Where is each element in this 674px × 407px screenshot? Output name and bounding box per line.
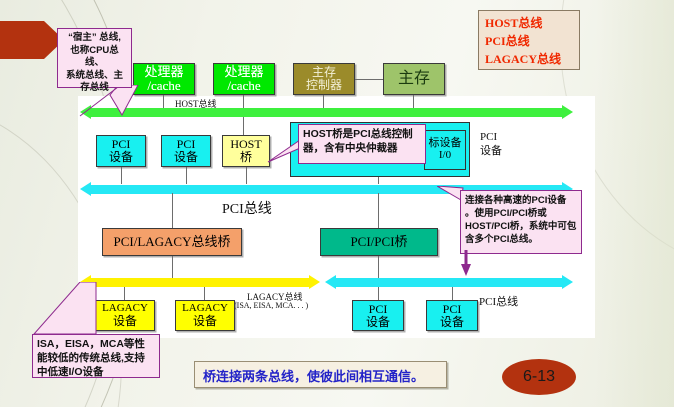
callout-host-bridge-note: HOST桥是PCI总线控制器，含有中央仲裁器 <box>298 124 426 164</box>
pci-side-label-top: PCI 设备 <box>480 131 502 159</box>
node-line2: 设备 <box>173 150 198 164</box>
node-line1: 标设备 <box>428 137 462 150</box>
connector-io-device-stem <box>378 177 379 184</box>
node-processor-1: 处理器 /cache <box>133 63 195 95</box>
node-lagacy-device-2: LAGACY 设备 <box>175 300 235 331</box>
legend-line-2: PCI总线 <box>485 34 530 48</box>
legend-box: HOST总线 PCI总线 LAGACY总线 <box>478 10 580 70</box>
pci-bus-label-right: PCI总线 <box>479 296 519 308</box>
connector-lagacy-device-1-stem <box>124 287 125 300</box>
node-line2: 设备 <box>108 150 133 164</box>
node-line1: PCI <box>442 301 462 316</box>
node-pci-pci-bridge: PCI/PCI桥 <box>320 228 438 256</box>
pci-bus-primary <box>80 182 573 196</box>
host-bus <box>80 105 573 119</box>
pci-bus-secondary-bar <box>336 278 562 287</box>
node-line1: 主存 <box>397 69 430 87</box>
node-line2: 桥 <box>239 150 252 164</box>
node-line1: PCI <box>111 137 131 152</box>
node-line1: LAGACY <box>102 302 148 315</box>
bridge-label: PCI/LAGACY总线桥 <box>113 234 231 250</box>
lagacy-bus-arrow-right-icon <box>309 275 320 289</box>
node-line1: PCI <box>368 301 388 316</box>
node-line1: HOST <box>230 137 262 152</box>
host-bus-arrow-right-icon <box>562 105 573 119</box>
node-line2: 设备 <box>365 314 390 329</box>
connector-processor-1-stem <box>163 95 164 108</box>
node-line2: /cache <box>147 78 181 93</box>
node-line1: 主存 <box>311 65 336 80</box>
node-line2: 设备 <box>439 314 464 329</box>
node-line2: I/0 <box>438 149 452 161</box>
pentagon-decoration-icon <box>0 21 64 59</box>
bridge-label: PCI/PCI桥 <box>350 234 408 250</box>
bottom-banner: 桥连接两条总线，使彼此间相互通信。 <box>194 361 447 388</box>
node-line2: 设备 <box>192 313 217 328</box>
pci-side-label-top-line1: PCI <box>480 131 498 143</box>
connector-memory-stem <box>413 95 414 108</box>
host-bus-bar <box>91 108 562 117</box>
callout-pci-bridge-note: 连接各种高速的PCI设备 。使用PCI/PCI桥或HOST/PCI桥，系统中可包… <box>460 190 582 254</box>
node-line2: 设备 <box>112 313 137 328</box>
node-line2: 控制器 <box>305 78 342 92</box>
connector-pci-lagacy-bridge-stem <box>172 193 173 228</box>
lagacy-bus <box>80 275 320 289</box>
pci-bus-arrow-right-icon <box>562 182 573 196</box>
connector-processor-2-stem <box>243 95 244 108</box>
connector-pci-device-1-stem <box>121 167 122 184</box>
node-line1: LAGACY <box>182 302 228 315</box>
lagacy-bus-sublabel: (ISA, EISA, MCA. . . ) <box>234 301 309 310</box>
node-pci-lagacy-bridge: PCI/LAGACY总线桥 <box>102 228 242 256</box>
connector-pci-device-2-stem <box>186 167 187 184</box>
lagacy-bus-label: LAGACY总线 <box>247 292 303 302</box>
pci-bus-secondary-arrow-right-icon <box>562 275 573 289</box>
background-right-shade <box>596 0 674 407</box>
legend-line-1: HOST总线 <box>485 16 543 30</box>
node-host-bridge: HOST 桥 <box>222 135 270 167</box>
connector-memctl-to-memory <box>355 79 383 80</box>
connector-host-bridge-stem <box>243 117 244 135</box>
pci-bus-label: PCI总线 <box>222 202 272 217</box>
lagacy-bus-bar <box>91 278 309 287</box>
node-line1: PCI <box>176 137 196 152</box>
connector-host-bridge-lower-stem <box>246 167 247 184</box>
node-memory-controller: 主存 控制器 <box>293 63 355 95</box>
connector-pci-device-3-stem <box>378 287 379 300</box>
host-bus-label: HOST总线 <box>175 99 217 109</box>
page-number-badge: 6-13 <box>502 359 576 395</box>
node-pci-device-3: PCI 设备 <box>352 300 404 331</box>
node-line2: /cache <box>227 78 261 93</box>
pci-bus-secondary <box>325 275 573 289</box>
host-bus-callout-tail <box>79 85 139 117</box>
connector-pci-pci-bridge-lower-stem <box>378 256 379 278</box>
pci-bus-bar <box>91 185 562 194</box>
pci-side-label-top-line2: 设备 <box>480 144 502 157</box>
callout-lagacy-note: ISA，EISA，MCA等性能较低的传统总线,支持中低速I/O设备 <box>32 334 160 378</box>
callout-host-bus-note: “宿主” 总线, 也称CPU总线、 系统总线、主 存总线 <box>57 28 132 93</box>
node-processor-2: 处理器 /cache <box>213 63 275 95</box>
node-pci-device-4: PCI 设备 <box>426 300 478 331</box>
node-target-io-device: 标设备 I/0 <box>424 130 466 170</box>
connector-pci-pci-bridge-stem <box>378 193 379 228</box>
node-pci-device-1: PCI 设备 <box>96 135 146 167</box>
connector-memctl-stem <box>323 95 324 108</box>
node-main-memory: 主存 <box>383 63 445 95</box>
pci-bridge-callout-arrow-icon <box>461 250 471 276</box>
legend-line-3: LAGACY总线 <box>485 52 562 66</box>
lagacy-callout-tail <box>32 282 97 335</box>
node-pci-device-2: PCI 设备 <box>161 135 211 167</box>
connector-pci-lagacy-bridge-lower-stem <box>172 256 173 278</box>
node-line1: 处理器 <box>144 64 184 80</box>
node-lagacy-device-1: LAGACY 设备 <box>95 300 155 331</box>
pci-bus-secondary-arrow-left-icon <box>325 275 336 289</box>
node-line1: 处理器 <box>224 64 264 80</box>
connector-lagacy-device-2-stem <box>204 287 205 300</box>
connector-pci-device-4-stem <box>452 287 453 300</box>
pci-bus-arrow-left-icon <box>80 182 91 196</box>
